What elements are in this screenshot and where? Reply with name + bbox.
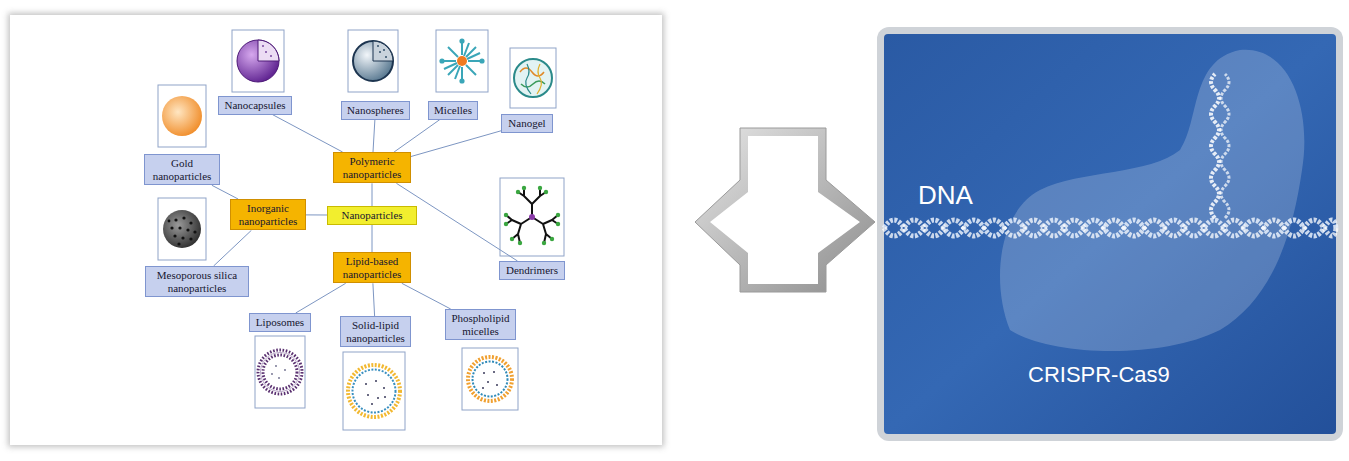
connector-stroke [402, 283, 451, 309]
nanosphere-icon [353, 41, 393, 81]
node-label: Gold nanoparticles [149, 157, 215, 182]
micelle-icon [440, 39, 483, 82]
type-box: Mesoporous silica nanoparticles [145, 266, 249, 297]
connector-stroke [212, 185, 238, 199]
node-label: Polymeric nanoparticles [338, 155, 406, 180]
connector-stroke [214, 230, 252, 266]
type-box: Nanogel [501, 114, 553, 133]
type-box: Gold nanoparticles [144, 154, 220, 185]
solid-lipid-nanoparticle-icon [348, 365, 400, 417]
crispr-illustration [877, 27, 1343, 441]
connector-stroke [296, 283, 346, 313]
connector-stroke [394, 120, 440, 152]
liposome-icon [258, 350, 302, 394]
node-label: Lipid-based nanoparticles [338, 255, 406, 280]
node-label: Dendrimers [504, 264, 560, 277]
type-box: Solid-lipid nanoparticles [340, 316, 411, 347]
connector-line [411, 131, 501, 157]
connector-line [214, 230, 252, 266]
type-box: Liposomes [249, 313, 311, 332]
node-label: Nanogel [506, 117, 548, 130]
type-box: Micelles [428, 101, 478, 120]
category-box: Lipid-based nanoparticles [333, 252, 411, 283]
nanogel-icon [514, 59, 552, 97]
gold-nanoparticle-icon [162, 96, 202, 136]
connector-stroke [306, 214, 327, 215]
image-label: DNA [918, 180, 973, 211]
connector-line [394, 120, 440, 152]
nanocapsule-icon [237, 40, 279, 82]
connector-line [373, 120, 375, 152]
connector-stroke [273, 115, 343, 152]
node-label: Nanocapsules [223, 99, 287, 112]
connector-line [212, 185, 238, 199]
type-box: Phospholipid micelles [445, 309, 516, 340]
dendrimer-icon [504, 186, 560, 245]
connector-stroke [372, 225, 373, 252]
connector-stroke [373, 120, 375, 152]
icon-frames [158, 30, 564, 430]
node-label: Micelles [433, 104, 473, 117]
connector-stroke [411, 131, 501, 157]
double-arrow [695, 128, 875, 292]
connector-line [402, 283, 451, 309]
connector-line [296, 283, 346, 313]
type-box: Nanocapsules [218, 96, 292, 115]
category-box: Inorganic nanoparticles [230, 199, 306, 230]
type-box: Nanospheres [341, 101, 410, 120]
phospholipid-micelle-icon [468, 357, 512, 401]
type-box: Dendrimers [499, 261, 565, 280]
connector-stroke [372, 183, 373, 206]
connector-line [306, 214, 327, 215]
silica-nanoparticle-icon [163, 210, 201, 248]
category-box: Polymeric nanoparticles [333, 152, 411, 183]
node-label: Nanospheres [346, 104, 405, 117]
connector-line [373, 283, 375, 316]
root-box: Nanoparticles [327, 206, 417, 225]
node-label: Nanoparticles [332, 209, 412, 222]
connector-line [372, 225, 373, 252]
node-label: Mesoporous silica nanoparticles [150, 269, 244, 294]
connector-stroke [373, 283, 375, 316]
image-label: CRISPR-Cas9 [1028, 362, 1170, 388]
connector-line [372, 183, 373, 206]
node-label: Liposomes [254, 316, 306, 329]
connector-line [273, 115, 343, 152]
node-label: Solid-lipid nanoparticles [345, 319, 406, 344]
node-label: Inorganic nanoparticles [235, 202, 301, 227]
node-label: Phospholipid micelles [450, 312, 511, 337]
